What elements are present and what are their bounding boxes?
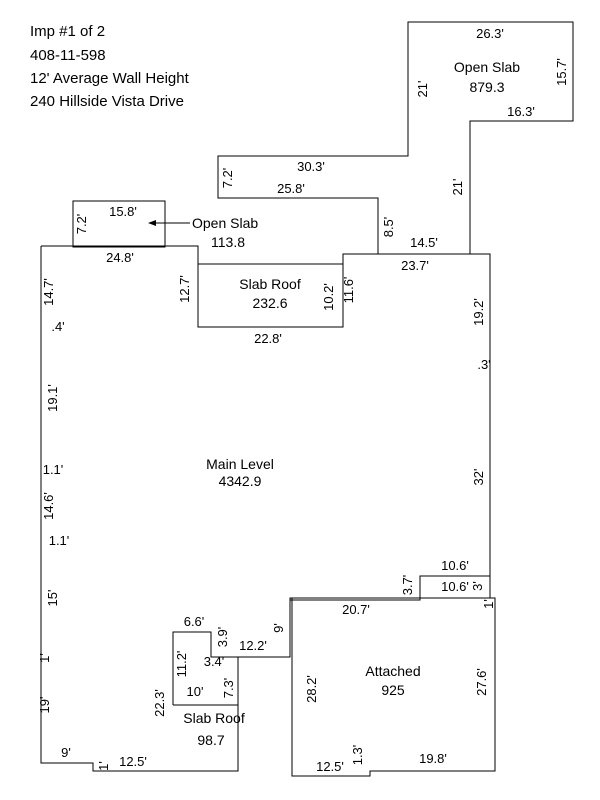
open-slab-top-name: Open Slab xyxy=(454,59,520,75)
imp-label: Imp #1 of 2 xyxy=(30,23,105,40)
dimension-label: 1' xyxy=(481,599,496,609)
dimension-label: 7.3' xyxy=(221,678,236,699)
dimension-label: 22.8' xyxy=(254,331,282,346)
dimension-label: 9' xyxy=(271,623,286,633)
attached-outline xyxy=(290,575,496,777)
dimension-label: 19.1' xyxy=(45,384,60,412)
dimension-labels-horizontal: 26.3' 16.3' 30.3' 25.8' 14.5' 15.8' 24.8… xyxy=(43,26,535,774)
dimension-label: 12.7' xyxy=(177,275,192,303)
dimension-label: 19.8' xyxy=(419,751,447,766)
dimension-label: 20.7' xyxy=(342,602,370,617)
open-slab-left-area: Open Slab 113.8 xyxy=(72,200,258,250)
dimension-label: 26.3' xyxy=(476,26,504,41)
dimension-label: 3.4' xyxy=(204,654,225,669)
parcel-number: 408-11-598 xyxy=(30,47,106,64)
attached-name: Attached xyxy=(365,663,420,679)
dimension-label: 19.2' xyxy=(471,298,486,326)
main-level-outline xyxy=(40,245,491,772)
slab-roof-top-area: Slab Roof 232.6 xyxy=(197,263,344,328)
dimension-label: 1.1' xyxy=(43,462,64,477)
pointer-arrow-head xyxy=(148,220,156,226)
dimension-label: 16.3' xyxy=(507,104,535,119)
main-level-name: Main Level xyxy=(206,456,274,472)
slab-roof-bottom-area: Slab Roof 98.7 xyxy=(172,631,245,748)
dimension-label: 1.3' xyxy=(350,745,365,766)
dimension-label: 22.3' xyxy=(152,689,167,717)
dimension-labels-vertical: 15.7' 21' 21' 7.2' 8.5' 7.2' 12.7' 10.2'… xyxy=(37,58,569,771)
dimension-label: .4' xyxy=(51,319,64,334)
open-slab-top-outline xyxy=(217,21,574,254)
slab-roof-top-value: 232.6 xyxy=(252,295,287,311)
slab-roof-bottom-value: 98.7 xyxy=(197,732,224,748)
dimension-label: 12.2' xyxy=(239,638,267,653)
open-slab-top-value: 879.3 xyxy=(469,79,504,95)
wall-height-note: 12' Average Wall Height xyxy=(30,70,190,87)
dimension-label: 21' xyxy=(415,81,430,98)
dimension-label: 10.6' xyxy=(441,558,469,573)
dimension-label: 12.5' xyxy=(119,754,147,769)
dimension-label: 1' xyxy=(37,653,52,663)
dimension-label: 15.8' xyxy=(109,204,137,219)
dimension-label: 21' xyxy=(450,179,465,196)
dimension-label: 24.8' xyxy=(106,250,134,265)
dimension-label: 30.3' xyxy=(297,159,325,174)
dimension-label: 1' xyxy=(96,761,111,771)
slab-roof-top-name: Slab Roof xyxy=(239,276,301,292)
header: Imp #1 of 2 408-11-598 12' Average Wall … xyxy=(30,23,190,110)
dimension-label: 15' xyxy=(45,590,60,607)
dimension-label: 3.7' xyxy=(400,575,415,596)
slab-roof-bottom-outline xyxy=(172,631,239,706)
slab-roof-bottom-name: Slab Roof xyxy=(183,710,245,726)
dimension-label: 12.5' xyxy=(316,759,344,774)
dimension-label: 6.6' xyxy=(184,614,205,629)
open-slab-left-value: 113.8 xyxy=(211,234,245,250)
dimension-label: 23.7' xyxy=(401,258,429,273)
dimension-label: 10.2' xyxy=(321,283,336,311)
dimension-label: 3.9' xyxy=(215,627,230,648)
dimension-label: 14.5' xyxy=(410,235,438,250)
dimension-label: 14.7' xyxy=(41,278,56,306)
dimension-label: 27.6' xyxy=(474,668,489,696)
attached-value: 925 xyxy=(381,682,405,698)
dimension-label: .3' xyxy=(477,357,490,372)
open-slab-top-area: Open Slab 879.3 xyxy=(217,21,574,254)
dimension-label: 10' xyxy=(187,684,204,699)
dimension-label: 19' xyxy=(37,697,52,714)
main-level-area: Main Level 4342.9 xyxy=(40,245,491,772)
dimension-label: 15.7' xyxy=(554,58,569,86)
open-slab-left-outline xyxy=(72,200,166,248)
dimension-label: 1.1' xyxy=(49,533,70,548)
dimension-label: 7.2' xyxy=(74,214,89,235)
dimension-label: 11.2' xyxy=(174,651,189,678)
dimension-label: 14.6' xyxy=(41,492,56,520)
dimension-label: 28.2' xyxy=(304,675,319,703)
main-level-value: 4342.9 xyxy=(219,473,262,489)
open-slab-left-name: Open Slab xyxy=(192,215,258,231)
dimension-label: 9' xyxy=(61,745,71,760)
dimension-label: 8.5' xyxy=(381,217,396,238)
attached-area: Attached 925 xyxy=(290,575,496,777)
address: 240 Hillside Vista Drive xyxy=(30,93,184,110)
dimension-label: 3' xyxy=(470,581,485,591)
dimension-label: 32' xyxy=(471,469,486,486)
dimension-label: 7.2' xyxy=(220,168,235,189)
dimension-label: 25.8' xyxy=(277,181,305,196)
dimension-label: 11.6' xyxy=(341,277,356,304)
dimension-label: 10.6' xyxy=(441,579,469,594)
